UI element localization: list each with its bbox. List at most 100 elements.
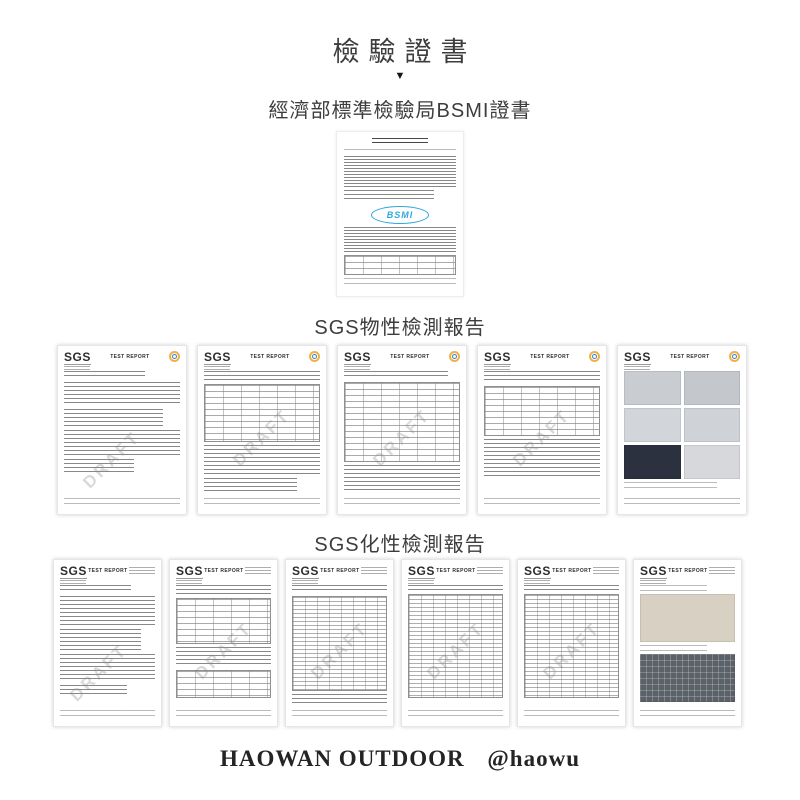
document-footer-text [408,710,503,718]
sgs-logo-subtext [176,580,202,584]
document-text [60,585,132,593]
document-text [60,685,127,697]
seal-icon [309,351,320,362]
document-text [204,445,320,475]
report-title: TEST REPORT [320,568,360,574]
document-text [292,694,387,706]
document-text [204,478,297,492]
sgs-logo-subtext [64,366,90,370]
document-text [64,430,180,456]
sgs-chemical-report-3: SGS TEST REPORT DRAFT [285,559,394,727]
luggage-interior-photo [640,594,735,642]
report-title: TEST REPORT [530,354,570,360]
document-text [408,585,503,591]
document-text [64,459,134,475]
document-text [524,585,619,591]
sgs-chemical-report-1: SGS TEST REPORT DRAFT [53,559,162,727]
document-text [60,629,141,651]
document-text [344,371,449,379]
sgs-logo: SGS [408,565,435,584]
luggage-mat-photo [640,654,735,702]
sgs-logo-subtext [624,366,650,370]
certificate-body-text [344,227,456,253]
sgs-chemical-report-5: SGS TEST REPORT DRAFT [517,559,626,727]
photo-caption-text [624,482,717,488]
sgs-physical-report-5: SGS TEST REPORT [617,345,747,515]
report-title: TEST REPORT [88,568,128,574]
document-footer-text [524,710,619,718]
sgs-logo: SGS [64,351,91,370]
report-title: TEST REPORT [436,568,476,574]
sgs-physical-report-4: SGS TEST REPORT DRAFT [477,345,607,515]
sgs-physical-report-2: SGS TEST REPORT DRAFT [197,345,327,515]
document-footer-text [204,498,320,506]
document-table [408,594,503,698]
sgs-logo: SGS [524,565,551,584]
report-number-text [361,567,387,575]
report-title: TEST REPORT [670,354,710,360]
report-header: SGS TEST REPORT [624,350,740,370]
sgs-logo-subtext [408,580,434,584]
photo-caption-text [640,585,707,591]
document-footer-text [640,710,735,718]
certificate-subtitle-text [344,149,456,154]
luggage-photo-grid [624,371,740,479]
document-footer-text [624,498,740,506]
sgs-chemical-report-4: SGS TEST REPORT DRAFT [401,559,510,727]
luggage-photo [683,371,740,405]
report-header: SGS TEST REPORT [176,565,271,584]
document-table [176,598,271,644]
document-table [484,386,600,436]
seal-icon [169,351,180,362]
certificate-body-text [344,189,434,201]
document-table [292,596,387,691]
sgs-logo-subtext [344,366,370,370]
report-header: SGS TEST REPORT [292,565,387,584]
certificate-footer-text [344,278,456,287]
photo-caption-text [640,645,707,651]
sgs-logo-subtext [292,580,318,584]
certificate-body-text [344,156,456,187]
report-number-text [477,567,503,575]
document-footer-text [484,498,600,506]
sgs-logo-subtext [60,580,86,584]
seal-icon [589,351,600,362]
sgs-logo: SGS [60,565,87,584]
document-text [484,439,600,479]
physical-section-title: SGS物性檢測報告 [314,317,486,339]
document-footer-text [176,710,271,718]
chemical-reports-row: SGS TEST REPORT DRAFT SGS TEST REPORT [53,559,742,727]
document-text [176,647,271,667]
document-text [292,585,387,593]
sgs-logo: SGS [204,351,231,370]
sgs-logo: SGS [176,565,203,584]
luggage-photo [624,408,681,442]
document-footer-text [60,710,155,718]
certificate-table [344,255,456,276]
document-table [176,670,271,698]
sgs-physical-report-1: SGS TEST REPORT DRAFT [57,345,187,515]
sgs-logo: SGS [640,565,667,584]
sgs-logo-text: SGS [624,350,651,365]
report-title: TEST REPORT [668,568,708,574]
sgs-logo-text: SGS [60,564,87,579]
sgs-logo-text: SGS [64,350,91,365]
luggage-photo [683,408,740,442]
report-number-text [709,567,735,575]
report-header: SGS TEST REPORT [344,351,460,370]
document-text [176,585,271,595]
sgs-logo: SGS [292,565,319,584]
document-text [64,409,163,427]
document-text [344,465,460,491]
document-text [484,371,600,383]
report-title: TEST REPORT [552,568,592,574]
luggage-photo [683,445,740,479]
brand-name: HAOWAN OUTDOOR [220,746,465,771]
document-table [204,384,320,442]
sgs-logo-subtext [640,580,666,584]
report-title: TEST REPORT [110,354,150,360]
sgs-logo-subtext [524,580,550,584]
report-number-text [129,567,155,575]
sgs-logo-subtext [484,366,510,370]
